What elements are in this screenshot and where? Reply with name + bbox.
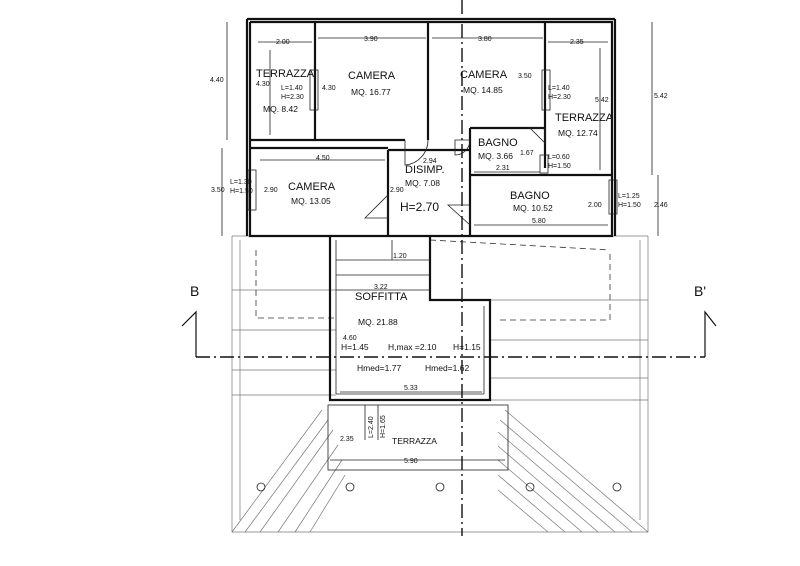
room-area-camera-3: MQ. 13.05 xyxy=(291,196,331,206)
window-height-bagno-1: H=1.50 xyxy=(548,163,571,170)
room-area-camera-1: MQ. 16.77 xyxy=(351,87,391,97)
room-name-terrazza-left: TERRAZZA xyxy=(256,68,315,80)
room-name-camera-3: CAMERA xyxy=(288,181,336,193)
room-area-disimpegno: MQ. 7.08 xyxy=(405,178,440,188)
window-height-camera-3: H=1.50 xyxy=(230,188,253,195)
dim-235: 2.35 xyxy=(570,39,584,46)
soffitta-height-left: H=1.45 xyxy=(341,342,369,352)
room-area-terrazza-left: MQ. 8.42 xyxy=(263,104,298,114)
window-height-terrazza-left: H=2.30 xyxy=(281,94,304,101)
dim-167: 1.67 xyxy=(520,150,534,157)
dim-542b: 5.42 xyxy=(654,93,668,100)
room-name-disimpegno: DISIMP. xyxy=(405,164,445,176)
window-width-terrazza-bottom: L=2.40 xyxy=(368,416,375,438)
dim-533: 5.33 xyxy=(404,385,418,392)
dim-231: 2.31 xyxy=(496,165,510,172)
window-width-camera-3: L=1.30 xyxy=(230,179,252,186)
window-width-bagno-2: L=1.25 xyxy=(618,193,640,200)
dim-440: 4.40 xyxy=(210,77,224,84)
room-area-soffitta: MQ. 21.88 xyxy=(358,317,398,327)
dim-200: 2.00 xyxy=(276,39,290,46)
dim-580: 5.80 xyxy=(532,218,546,225)
room-area-bagno-1: MQ. 3.66 xyxy=(478,151,513,161)
soffitta-height-max: H,max =2.10 xyxy=(388,342,437,352)
dimension-lines xyxy=(221,22,659,461)
window-width-terrazza-left: L=1.40 xyxy=(281,85,303,92)
dim-542: 5.42 xyxy=(595,97,609,104)
dim-350: 3.50 xyxy=(518,73,532,80)
section-mark-right: B' xyxy=(694,283,706,299)
dim-290: 2.90 xyxy=(264,187,278,194)
dim-350b: 3.50 xyxy=(211,187,225,194)
dim-246: 2.46 xyxy=(654,202,668,209)
dim-294: 2.94 xyxy=(423,158,437,165)
dim-590: 5.90 xyxy=(404,458,418,465)
room-name-bagno-1: BAGNO xyxy=(478,137,518,149)
dim-322: 3.22 xyxy=(374,284,388,291)
soffitta-hmed-left: Hmed=1.77 xyxy=(357,363,401,373)
dim-460: 4.60 xyxy=(343,335,357,342)
dim-430: 4.30 xyxy=(256,81,270,88)
dim-120: 1.20 xyxy=(393,253,407,260)
window-height-bagno-2: H=1.50 xyxy=(618,202,641,209)
window-width-bagno-1: L=0.60 xyxy=(548,154,570,161)
window-height-terrazza-bottom: H=1.65 xyxy=(380,415,387,438)
roof-outline xyxy=(231,235,649,533)
soffitta-hmed-right: Hmed=1.62 xyxy=(425,363,469,373)
dim-235b: 2.35 xyxy=(340,436,354,443)
room-name-bagno-2: BAGNO xyxy=(510,190,550,202)
dim-450: 4.50 xyxy=(316,155,330,162)
walls xyxy=(245,17,617,402)
room-height-disimpegno: H=2.70 xyxy=(400,200,439,214)
dim-430b: 4.30 xyxy=(322,85,336,92)
section-mark-left: B xyxy=(190,283,199,299)
window-height-terrazza-right: H=2.30 xyxy=(548,94,571,101)
room-area-camera-2: MQ. 14.85 xyxy=(463,85,503,95)
dim-380: 3.80 xyxy=(478,36,492,43)
dim-290b: 2.90 xyxy=(390,187,404,194)
room-area-terrazza-right: MQ. 12.74 xyxy=(558,128,598,138)
room-name-camera-1: CAMERA xyxy=(348,70,396,82)
room-name-camera-2: CAMERA xyxy=(460,69,508,81)
room-area-bagno-2: MQ. 10.52 xyxy=(513,203,553,213)
section-line-b xyxy=(181,0,717,536)
room-name-terrazza-bottom: TERRAZZA xyxy=(392,436,437,446)
room-name-soffitta: SOFFITTA xyxy=(355,291,408,303)
door-swings xyxy=(247,69,618,471)
soffitta-height-right: H=1.15 xyxy=(453,342,481,352)
dim-200b: 2.00 xyxy=(588,202,602,209)
dim-390: 3.90 xyxy=(364,36,378,43)
window-width-terrazza-right: L=1.40 xyxy=(548,85,570,92)
room-name-terrazza-right: TERRAZZA xyxy=(555,112,614,124)
